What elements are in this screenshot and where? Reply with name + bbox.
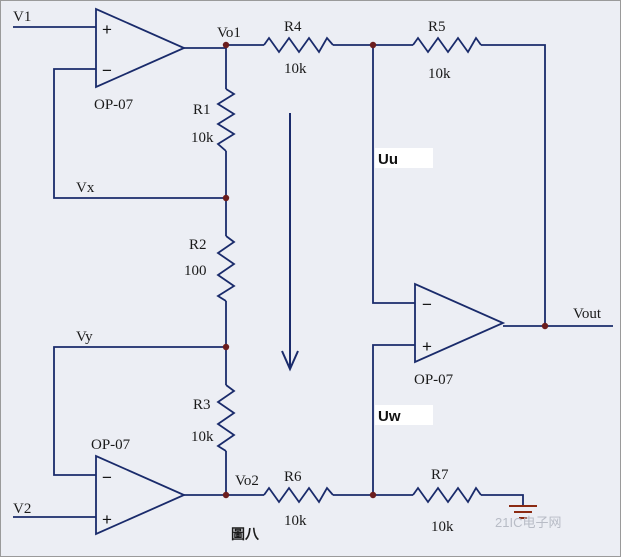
wire-uu-u3-minus <box>372 45 415 304</box>
node-vo1 <box>222 41 230 49</box>
resistor-r2-value: 100 <box>184 263 207 279</box>
opamp-u2-model: OP-07 <box>91 437 131 453</box>
resistor-r4-value: 10k <box>284 61 307 77</box>
resistor-r4 <box>263 36 334 54</box>
ground-icon <box>509 505 537 519</box>
resistor-r5 <box>412 36 482 54</box>
label-v2: V2 <box>13 501 31 517</box>
resistor-r4-ref: R4 <box>284 19 302 35</box>
node-uw <box>369 491 377 499</box>
node-vo2 <box>222 491 230 499</box>
label-vout: Vout <box>573 306 602 322</box>
resistor-r1-value: 10k <box>191 130 214 146</box>
label-uu-background <box>375 148 433 168</box>
wire-r7-ground <box>481 494 524 505</box>
opamp-u1-model: OP-07 <box>94 97 134 113</box>
node-uu <box>369 41 377 49</box>
node-vout <box>541 322 549 330</box>
resistor-r5-value: 10k <box>428 66 451 82</box>
opamp-u1-body <box>95 7 187 89</box>
opamp-u3-minus-sign: − <box>422 295 432 314</box>
resistor-r7 <box>412 486 482 504</box>
label-uw: Uw <box>378 408 401 425</box>
resistor-r6-value: 10k <box>284 513 307 529</box>
label-vo2: Vo2 <box>235 473 259 489</box>
label-uu: Uu <box>378 151 398 168</box>
label-v1: V1 <box>13 9 31 25</box>
node-vy <box>222 343 230 351</box>
opamp-u2-minus-sign: − <box>102 468 112 487</box>
current-arrow-icon <box>281 113 299 372</box>
opamp-u3-body <box>414 282 506 364</box>
wire-uw-u3-plus <box>372 344 415 495</box>
label-vx: Vx <box>76 180 95 196</box>
node-vx <box>222 194 230 202</box>
resistor-r2 <box>216 235 236 302</box>
opamp-u3-model: OP-07 <box>414 372 454 388</box>
resistor-r3-value: 10k <box>191 429 214 445</box>
resistor-r6 <box>263 486 334 504</box>
resistor-r2-ref: R2 <box>189 237 207 253</box>
resistor-r6-ref: R6 <box>284 469 302 485</box>
resistor-r3 <box>216 384 236 452</box>
opamp-u1-minus-sign: − <box>102 61 112 80</box>
opamp-u2-plus-sign: + <box>102 510 112 529</box>
watermark-text: 21IC电子网 <box>495 515 561 530</box>
label-vo1: Vo1 <box>217 25 241 41</box>
opamp-u2-body <box>95 454 187 536</box>
resistor-r3-ref: R3 <box>193 397 211 413</box>
wire-u2-feedback-vy <box>53 346 226 476</box>
resistor-r1 <box>216 88 236 152</box>
resistor-r1-ref: R1 <box>193 102 211 118</box>
wire-r5-vout <box>481 44 546 326</box>
opamp-u1-plus-sign: + <box>102 20 112 39</box>
resistor-r7-value: 10k <box>431 519 454 535</box>
wire-u1-feedback-vx <box>53 68 226 199</box>
label-vy: Vy <box>76 329 93 345</box>
label-uw-background <box>375 405 433 425</box>
resistor-r5-ref: R5 <box>428 19 446 35</box>
resistor-r7-ref: R7 <box>431 467 449 483</box>
figure-caption: 圖八 <box>231 526 260 543</box>
opamp-u3-plus-sign: + <box>422 337 432 356</box>
